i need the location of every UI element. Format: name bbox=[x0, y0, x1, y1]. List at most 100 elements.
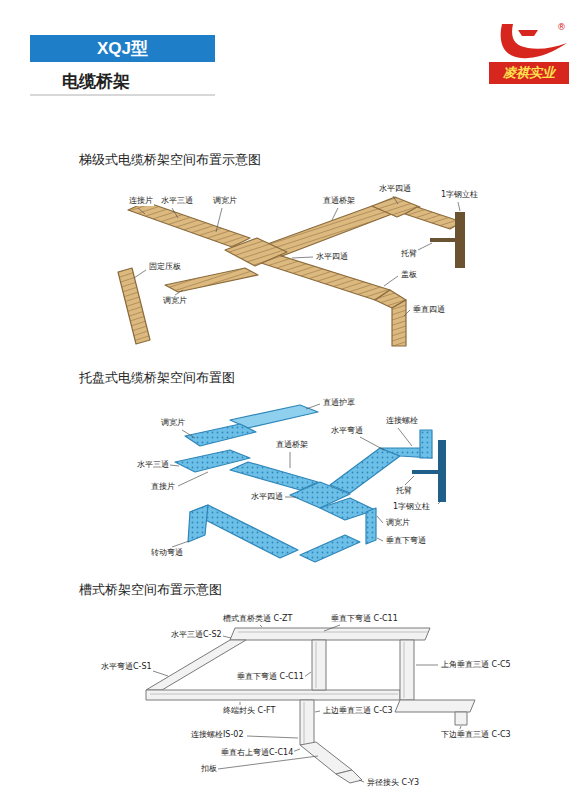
leader-lines bbox=[175, 290, 183, 295]
tray-drawing bbox=[420, 430, 432, 458]
leader-lines bbox=[285, 497, 296, 498]
leader-lines bbox=[405, 476, 414, 485]
steel-column bbox=[438, 440, 446, 502]
leader-lines bbox=[260, 625, 262, 627]
leader-lines bbox=[377, 516, 383, 523]
steel-column bbox=[430, 212, 465, 268]
part-label: 槽式直桥类通 C-ZT bbox=[222, 614, 293, 624]
leader-lines bbox=[384, 276, 398, 286]
trough-drawing bbox=[400, 640, 414, 700]
tray-drawing bbox=[188, 505, 208, 542]
leader-lines bbox=[216, 208, 222, 232]
trough-drawing bbox=[336, 770, 362, 783]
part-label: 垂直下弯通 bbox=[385, 536, 427, 546]
leader-lines bbox=[134, 196, 460, 316]
tray-drawing bbox=[330, 448, 400, 493]
trough-drawing bbox=[455, 712, 467, 725]
trough-walls bbox=[150, 632, 428, 744]
part-label: 水平四通 bbox=[378, 184, 412, 194]
trough-walls bbox=[404, 642, 405, 698]
part-label: 盖板 bbox=[400, 270, 418, 280]
part-label: 异径接头 C-Y3 bbox=[366, 778, 420, 788]
trough-drawing bbox=[146, 690, 400, 700]
leader-lines bbox=[138, 208, 145, 214]
leader-lines bbox=[416, 665, 438, 666]
logo-mark bbox=[518, 30, 538, 36]
part-label: 调宽片 bbox=[162, 296, 188, 306]
part-label: 水平四通 bbox=[250, 492, 284, 502]
leader-lines bbox=[315, 711, 320, 712]
ladder-tray-drawing bbox=[258, 253, 390, 300]
steel-column bbox=[430, 238, 455, 242]
part-label: 直通桥架 bbox=[275, 440, 309, 450]
tray-drawing bbox=[230, 405, 318, 428]
tray-drawing bbox=[185, 424, 256, 446]
steel-column bbox=[455, 212, 465, 268]
section-title: 梯级式电缆桥架空间布置示意图 bbox=[78, 152, 262, 168]
ladder-tray-drawing bbox=[118, 197, 462, 346]
leader-lines bbox=[377, 538, 383, 541]
trough-walls bbox=[316, 642, 317, 688]
leader-lines bbox=[438, 502, 440, 504]
leader-lines bbox=[182, 430, 195, 438]
part-label: 终端封头 C-FT bbox=[222, 706, 276, 716]
leader-lines bbox=[170, 404, 440, 547]
part-label: 连接螺栓 bbox=[385, 416, 419, 426]
leader-lines bbox=[150, 670, 168, 676]
node-text: 凌祺实业 bbox=[503, 64, 555, 82]
part-label: 连接螺栓IS-02 bbox=[190, 730, 245, 740]
part-label: 水平三通 bbox=[160, 196, 194, 206]
trough-drawing bbox=[395, 700, 475, 712]
leader-lines bbox=[178, 472, 208, 486]
leader-lines bbox=[332, 208, 338, 220]
part-label: 1字钢立柱 bbox=[440, 190, 479, 200]
leader-lines bbox=[247, 736, 298, 738]
part-label: 连接片 bbox=[128, 196, 154, 206]
steel-column bbox=[412, 470, 438, 474]
part-label: 上边垂直三通 C-C3 bbox=[322, 706, 394, 716]
part-label: 直接片 bbox=[150, 482, 176, 492]
node-text: XQJ型 bbox=[97, 37, 148, 60]
leader-lines bbox=[223, 636, 231, 638]
trough-walls bbox=[150, 694, 398, 695]
section-title: 槽式桥架空间布置示意图 bbox=[78, 582, 223, 598]
trough-drawing bbox=[146, 628, 475, 783]
part-label: 垂直下弯通 C-C11 bbox=[330, 614, 399, 624]
section-title: 托盘式电缆桥架空间布置图 bbox=[78, 370, 236, 386]
tray-drawing bbox=[175, 405, 432, 562]
leader-lines bbox=[398, 428, 412, 446]
tray-drawing bbox=[366, 508, 376, 544]
ladder-tray-drawing bbox=[225, 238, 287, 266]
leader-lines bbox=[170, 465, 179, 466]
part-label: 水平弯通 bbox=[330, 426, 364, 436]
steel-column bbox=[412, 440, 446, 502]
trough-drawing bbox=[300, 742, 352, 774]
leader-lines bbox=[458, 202, 460, 211]
header-rule bbox=[30, 95, 215, 96]
leader-lines bbox=[218, 756, 318, 769]
ladder-tray-drawing bbox=[392, 300, 406, 346]
part-label: 托臂 bbox=[400, 249, 418, 259]
part-label: 直通桥架 bbox=[322, 196, 356, 206]
leader-lines bbox=[460, 726, 461, 729]
part-label: 转动弯通 bbox=[150, 548, 184, 558]
part-label: 水平三通C-S2 bbox=[170, 630, 223, 640]
trough-drawing bbox=[312, 640, 326, 690]
part-label: 水平四通 bbox=[315, 252, 349, 262]
part-label: 直通护罩 bbox=[322, 398, 356, 408]
ladder-tray-drawing bbox=[262, 206, 392, 256]
tray-drawing bbox=[300, 535, 360, 562]
logo-box: 凌祺实业 bbox=[489, 62, 569, 84]
part-label: 垂直下弯通 C-C11 bbox=[236, 672, 305, 682]
part-label: 调宽片 bbox=[212, 196, 238, 206]
leader-lines bbox=[306, 404, 320, 409]
ladder-tray-drawing bbox=[128, 202, 250, 247]
part-label: 下边垂直三通 C-C3 bbox=[440, 730, 512, 740]
ladder-tray-drawing bbox=[405, 207, 462, 229]
model-band: XQJ型 bbox=[30, 35, 215, 62]
part-label: 扣板 bbox=[200, 764, 218, 774]
leader-lines bbox=[393, 196, 398, 204]
trough-walls bbox=[304, 702, 305, 744]
trough-drawing bbox=[146, 640, 246, 690]
part-label: 垂直四通 bbox=[412, 305, 446, 315]
